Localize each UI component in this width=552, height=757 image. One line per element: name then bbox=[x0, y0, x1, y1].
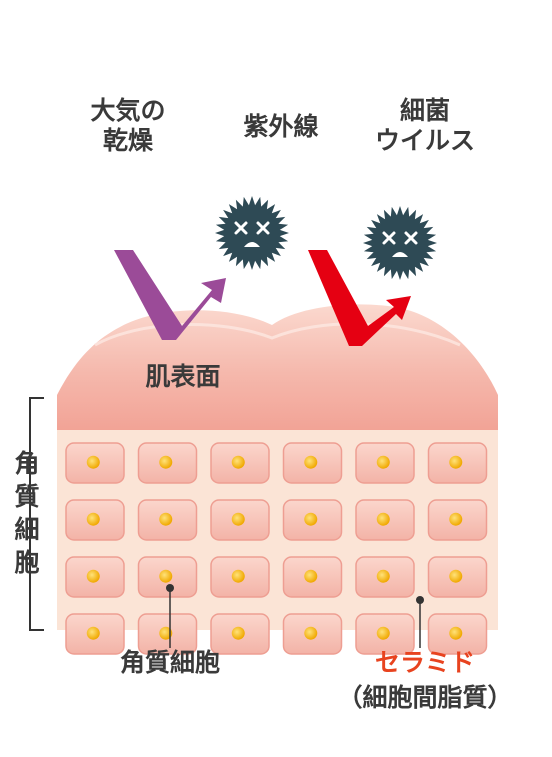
cell-nucleus bbox=[449, 455, 463, 469]
cell-nucleus bbox=[304, 569, 318, 583]
corneocyte-cell bbox=[65, 556, 125, 598]
label-ceramide-sub: （細胞間脂質） bbox=[337, 683, 513, 712]
corneocyte-grid bbox=[65, 442, 488, 655]
cell-nucleus bbox=[449, 569, 463, 583]
cell-nucleus bbox=[231, 512, 245, 526]
cell-nucleus bbox=[159, 626, 173, 640]
label-bacteria-line2: ウイルス bbox=[374, 126, 475, 155]
label-stratum-char: 角 bbox=[14, 449, 40, 478]
cell-nucleus bbox=[86, 512, 100, 526]
corneocyte-cell bbox=[65, 613, 125, 655]
ceramide-pointer-dot bbox=[416, 596, 424, 604]
cell-nucleus bbox=[231, 569, 245, 583]
corneocyte-cell bbox=[137, 442, 198, 484]
cell-nucleus bbox=[304, 512, 318, 526]
cell-nucleus bbox=[376, 455, 390, 469]
corneocyte-cell bbox=[65, 499, 125, 541]
corneocyte-cell bbox=[210, 442, 270, 484]
cell-nucleus bbox=[159, 455, 173, 469]
corneocyte-cell bbox=[427, 442, 488, 484]
corneocyte-cell bbox=[282, 613, 343, 655]
corneocyte-cell bbox=[210, 499, 270, 541]
label-ceramide: セラミド bbox=[374, 648, 475, 677]
label-stratum-char: 細 bbox=[14, 515, 40, 544]
label-dryness-line1: 大気の bbox=[90, 96, 166, 125]
cell-nucleus bbox=[449, 512, 463, 526]
label-bacteria-line1: 細菌 bbox=[399, 96, 450, 125]
label-skin-surface: 肌表面 bbox=[145, 362, 221, 391]
cell-nucleus bbox=[86, 569, 100, 583]
corneocyte-pointer-dot bbox=[166, 584, 174, 592]
label-uv: 紫外線 bbox=[243, 112, 319, 141]
corneocyte-cell bbox=[282, 499, 343, 541]
corneocyte-cell bbox=[137, 613, 198, 655]
skin-surface-layer bbox=[57, 304, 498, 430]
corneocyte-cell bbox=[427, 556, 488, 598]
cell-nucleus bbox=[376, 569, 390, 583]
corneocyte-cell bbox=[355, 613, 415, 655]
corneocyte-cell bbox=[210, 556, 270, 598]
corneocyte-cell bbox=[65, 442, 125, 484]
cell-nucleus bbox=[86, 455, 100, 469]
cell-nucleus bbox=[304, 626, 318, 640]
cell-nucleus bbox=[449, 626, 463, 640]
dryness-arrow bbox=[114, 250, 226, 340]
label-stratum-char: 質 bbox=[14, 482, 40, 511]
cell-nucleus bbox=[304, 455, 318, 469]
label-corneocyte: 角質細胞 bbox=[119, 648, 220, 677]
corneocyte-cell bbox=[355, 442, 415, 484]
germ-icon bbox=[215, 196, 289, 270]
corneocyte-cell bbox=[137, 499, 198, 541]
corneocyte-cell bbox=[210, 613, 270, 655]
label-stratum-char: 胞 bbox=[14, 548, 40, 577]
cell-nucleus bbox=[86, 626, 100, 640]
label-dryness: 大気の 乾燥 bbox=[78, 96, 178, 156]
cell-nucleus bbox=[231, 455, 245, 469]
cell-nucleus bbox=[376, 512, 390, 526]
stratum-bracket bbox=[29, 397, 44, 631]
cell-nucleus bbox=[376, 626, 390, 640]
cell-nucleus bbox=[231, 626, 245, 640]
cell-nucleus bbox=[159, 569, 173, 583]
corneocyte-cell bbox=[137, 556, 198, 598]
germ-icon bbox=[363, 206, 437, 280]
corneocyte-cell bbox=[282, 442, 343, 484]
stratum-layer bbox=[57, 428, 498, 630]
label-bacteria-virus: 細菌 ウイルス bbox=[360, 96, 490, 156]
label-stratum-vertical: 角 質 細 胞 bbox=[10, 447, 44, 579]
corneocyte-cell bbox=[355, 556, 415, 598]
bacteria-arrow bbox=[308, 250, 411, 346]
label-dryness-line2: 乾燥 bbox=[102, 126, 153, 155]
skin-surface-highlight bbox=[94, 322, 461, 347]
corneocyte-cell bbox=[427, 613, 488, 655]
corneocyte-cell bbox=[355, 499, 415, 541]
cell-nucleus bbox=[159, 512, 173, 526]
corneocyte-cell bbox=[282, 556, 343, 598]
corneocyte-cell bbox=[427, 499, 488, 541]
